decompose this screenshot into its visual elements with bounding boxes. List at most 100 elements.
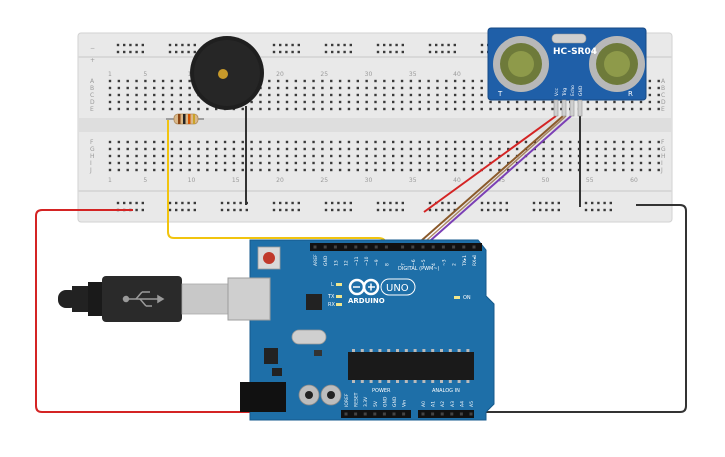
breadboard-hole — [179, 154, 182, 158]
piezo-buzzer[interactable] — [190, 36, 264, 110]
analog-label: ANALOG IN — [432, 388, 460, 394]
wire-purple-echo[interactable] — [421, 115, 572, 249]
breadboard-hole — [135, 161, 138, 165]
rail-hole — [551, 201, 554, 205]
column-number-bottom: 10 — [188, 177, 196, 184]
breadboard-hole — [303, 168, 306, 172]
sensor-pin[interactable] — [569, 99, 575, 117]
breadboard-hole — [480, 147, 483, 151]
header-hole — [364, 245, 368, 249]
breadboard-hole — [622, 140, 625, 144]
rail-hole — [343, 43, 346, 47]
breadboard-hole — [657, 147, 660, 151]
digital-pin-label: ~11 — [354, 256, 360, 266]
row-letter-right: G — [661, 146, 666, 153]
breadboard-hole — [268, 154, 271, 158]
sensor-pin-label: GND — [578, 85, 584, 96]
rail-hole — [331, 208, 334, 212]
chip-pin — [422, 349, 426, 352]
breadboard-hole — [462, 100, 466, 104]
column-number-top: 30 — [365, 71, 373, 78]
usb-cable[interactable] — [58, 276, 231, 322]
breadboard-hole — [551, 147, 554, 151]
breadboard-hole — [427, 147, 430, 151]
breadboard-hole — [321, 147, 324, 151]
breadboard-hole — [135, 140, 138, 144]
breadboard-hole — [259, 161, 262, 165]
reset-button-cap[interactable] — [263, 252, 275, 264]
breadboard-hole — [330, 154, 333, 158]
bottom-header-holes — [344, 412, 473, 416]
breadboard-hole — [294, 140, 298, 144]
breadboard-hole — [365, 79, 368, 83]
analog-header[interactable] — [418, 410, 474, 418]
breadboard-hole — [153, 147, 156, 151]
resistor-band-4 — [193, 114, 195, 124]
breadboard-hole — [312, 79, 315, 83]
digital-pin-label: 13 — [333, 260, 339, 266]
chip-pin — [466, 380, 470, 383]
resistor-band-1 — [178, 114, 181, 124]
breadboard-hole — [427, 140, 430, 144]
rail-hole — [187, 50, 190, 54]
breadboard-hole — [383, 154, 386, 158]
breadboard-hole — [170, 147, 174, 151]
breadboard-hole — [312, 154, 315, 158]
breadboard-hole — [153, 161, 156, 165]
breadboard-hole — [365, 154, 368, 158]
breadboard-hole — [586, 161, 590, 165]
wire-brown-trig[interactable] — [412, 115, 564, 249]
breadboard-hole — [409, 79, 413, 83]
header-hole — [431, 412, 435, 416]
breadboard-hole — [515, 147, 519, 151]
rail-hole — [181, 208, 184, 212]
breadboard-hole — [215, 140, 218, 144]
breadboard-hole — [161, 168, 165, 172]
breadboard-hole — [179, 100, 182, 104]
wire-black-gnd[interactable] — [395, 204, 687, 413]
breadboard-hole — [276, 93, 280, 97]
breadboard-hole — [595, 107, 598, 111]
breadboard-hole — [445, 147, 448, 151]
breadboard-hole — [321, 79, 324, 83]
breadboard-hole — [639, 140, 643, 144]
breadboard-hole — [471, 93, 475, 97]
sensor-pin[interactable] — [577, 99, 583, 117]
digital-pin-label: ~6 — [411, 259, 417, 266]
wire-red-5v[interactable] — [35, 209, 372, 413]
breadboard-hole — [321, 161, 324, 165]
rail-plus-label: + — [90, 57, 95, 64]
header-hole — [344, 245, 348, 249]
sensor-pin[interactable] — [553, 99, 559, 117]
breadboard-hole — [489, 100, 492, 104]
breadboard-hole — [595, 147, 598, 151]
digital-pin-label: TX▸1 — [462, 255, 468, 267]
breadboard-hole — [418, 79, 421, 83]
breadboard-hole — [338, 147, 342, 151]
breadboard-hole — [356, 100, 359, 104]
sensor-pin[interactable] — [561, 99, 567, 117]
resistor[interactable] — [166, 113, 204, 125]
breadboard-hole — [560, 168, 563, 172]
rail-hole — [349, 43, 352, 47]
breadboard-hole — [303, 107, 306, 111]
wire-red-sensor-vcc[interactable] — [423, 115, 557, 213]
rail-hole — [193, 50, 196, 54]
breadboard-hole — [586, 100, 590, 104]
row-letter-left: E — [90, 106, 94, 113]
small-chip-2 — [314, 350, 322, 356]
breadboard-hole — [268, 168, 271, 172]
breadboard-hole — [453, 161, 457, 165]
digital-header[interactable] — [310, 243, 482, 251]
breadboard-hole — [471, 161, 475, 165]
rail-hole — [487, 201, 490, 205]
breadboard-hole — [480, 140, 483, 144]
breadboard-hole — [427, 79, 430, 83]
breadboard-hole — [135, 107, 138, 111]
breadboard-hole — [586, 154, 590, 158]
breadboard-hole — [197, 100, 200, 104]
rail-hole — [343, 50, 346, 54]
breadboard-hole — [338, 161, 342, 165]
